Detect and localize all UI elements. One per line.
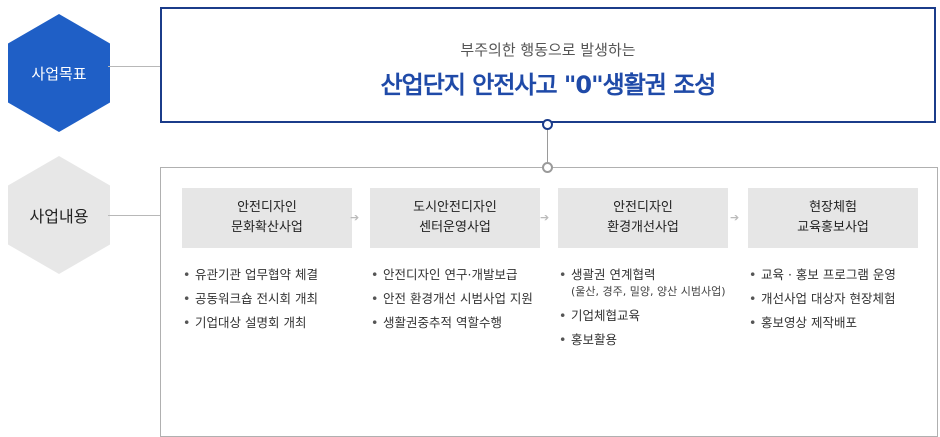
column-items-education: 교육 · 홍보 프로그램 운영 개선사업 대상자 현장체험 홍보영상 제작배포 (748, 266, 936, 338)
content-hexagon-label: 사업내용 (8, 156, 110, 274)
column-items-culture: 유관기관 업무협약 체결 공동워크숍 전시회 개최 기업대상 설명회 개최 (182, 266, 366, 338)
list-item: 홍보활용 (558, 331, 742, 348)
list-item-note: (울산, 경주, 밀양, 양산 시범사업) (571, 285, 726, 298)
connector-node-bottom (542, 162, 553, 173)
column-header-center: 도시안전디자인 센터운영사업 (370, 188, 540, 248)
list-item: 기업대상 설명회 개최 (182, 314, 366, 331)
column-title-line1: 도시안전디자인 (413, 200, 497, 215)
list-item: 교육 · 홍보 프로그램 운영 (748, 266, 936, 283)
column-title-line2: 문화확산사업 (231, 220, 303, 235)
column-title-line2: 환경개선사업 (607, 220, 679, 235)
column-title-line2: 교육홍보사업 (797, 220, 869, 235)
column-items-environment: 생괄권 연계협력 (울산, 경주, 밀양, 양산 시범사업) 기업체협교육 홍보… (558, 266, 742, 355)
goal-connector-line (108, 66, 160, 67)
column-title-line2: 센터운영사업 (419, 220, 491, 235)
list-item: 유관기관 업무협약 체결 (182, 266, 366, 283)
list-item: 개선사업 대상자 현장체험 (748, 290, 936, 307)
list-item: 생괄권 연계협력 (울산, 경주, 밀양, 양산 시범사업) (558, 266, 742, 300)
column-title-line1: 안전디자인 (613, 200, 673, 215)
arrow-right-icon: ➔ (350, 211, 360, 224)
list-item: 홍보영상 제작배포 (748, 314, 936, 331)
arrow-right-icon: ➔ (540, 211, 550, 224)
list-item: 안전 환경개선 시범사업 지원 (370, 290, 544, 307)
goal-label: 사업목표 (31, 64, 87, 83)
goal-subtitle: 부주의한 행동으로 발생하는 (460, 41, 636, 59)
column-title-line1: 현장체험 (809, 200, 857, 215)
vertical-connector (547, 129, 548, 163)
list-item: 기업체협교육 (558, 307, 742, 324)
list-item: 안전디자인 연구·개발보급 (370, 266, 544, 283)
goal-hexagon-label: 사업목표 (8, 14, 110, 132)
goal-title: 산업단지 안전사고 "0"생활권 조성 (380, 71, 717, 99)
column-title-line1: 안전디자인 (237, 200, 297, 215)
connector-node-top (542, 119, 553, 130)
list-item: 공동워크숍 전시회 개최 (182, 290, 366, 307)
column-header-education: 현장체험 교육홍보사업 (748, 188, 918, 248)
list-item-text: 생괄권 연계협력 (571, 267, 656, 282)
content-connector-line (108, 215, 160, 216)
list-item: 생활권중추적 역할수행 (370, 314, 544, 331)
column-header-culture: 안전디자인 문화확산사업 (182, 188, 352, 248)
column-header-environment: 안전디자인 환경개선사업 (558, 188, 728, 248)
goal-box: 부주의한 행동으로 발생하는 산업단지 안전사고 "0"생활권 조성 (160, 7, 936, 123)
content-label: 사업내용 (29, 207, 89, 226)
arrow-right-icon: ➔ (730, 211, 740, 224)
column-items-center: 안전디자인 연구·개발보급 안전 환경개선 시범사업 지원 생활권중추적 역할수… (370, 266, 544, 338)
